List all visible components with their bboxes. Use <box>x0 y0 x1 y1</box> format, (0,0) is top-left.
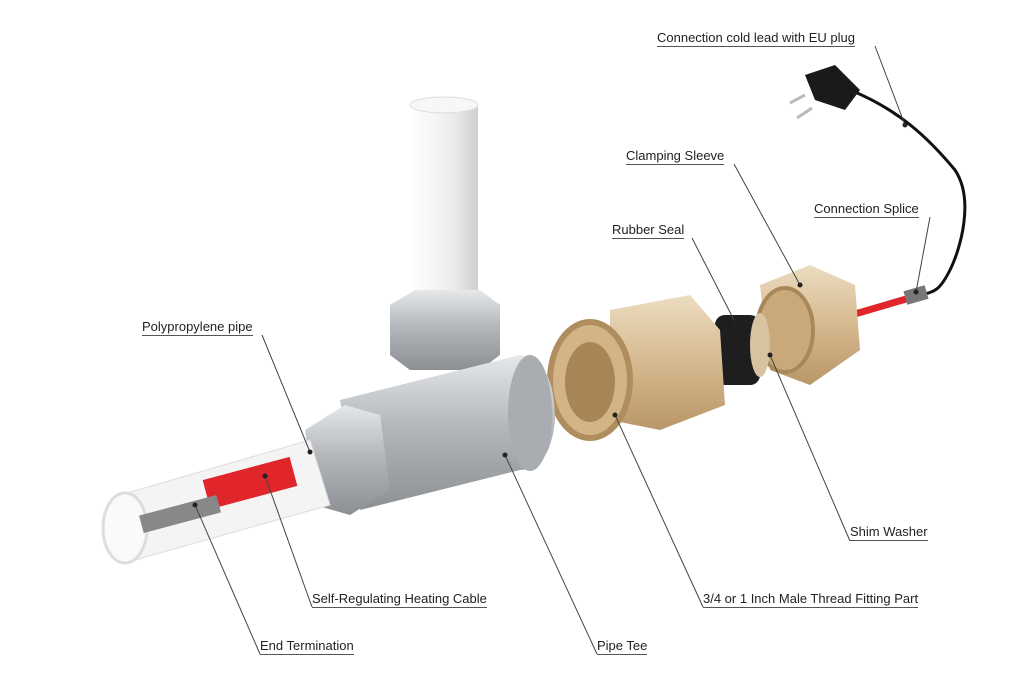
leader-dots <box>192 122 919 508</box>
cold-lead-cable <box>849 88 967 297</box>
pipe-tee <box>340 355 555 510</box>
end-termination <box>139 494 221 534</box>
label-heating-cable: Self-Regulating Heating Cable <box>312 591 487 608</box>
label-clamping-sleeve: Clamping Sleeve <box>626 148 725 165</box>
label-connection-splice: Connection Splice <box>814 201 919 218</box>
label-cold-lead: Connection cold lead with EU plug <box>657 30 856 47</box>
label-pipe-tee: Pipe Tee <box>597 638 648 655</box>
label-rubber-seal: Rubber Seal <box>612 222 685 239</box>
label-polypropylene-pipe: Polypropylene pipe <box>142 319 253 336</box>
vertical-pipe <box>410 105 478 305</box>
label-end-termination: End Termination <box>260 638 354 655</box>
rubber-seal <box>715 315 760 385</box>
male-thread-fitting <box>610 295 725 430</box>
eu-plug <box>805 65 860 110</box>
connection-splice <box>903 285 929 305</box>
label-shim-washer: Shim Washer <box>850 524 928 541</box>
leader-lines <box>194 45 931 655</box>
label-male-thread: 3/4 or 1 Inch Male Thread Fitting Part <box>703 591 919 608</box>
